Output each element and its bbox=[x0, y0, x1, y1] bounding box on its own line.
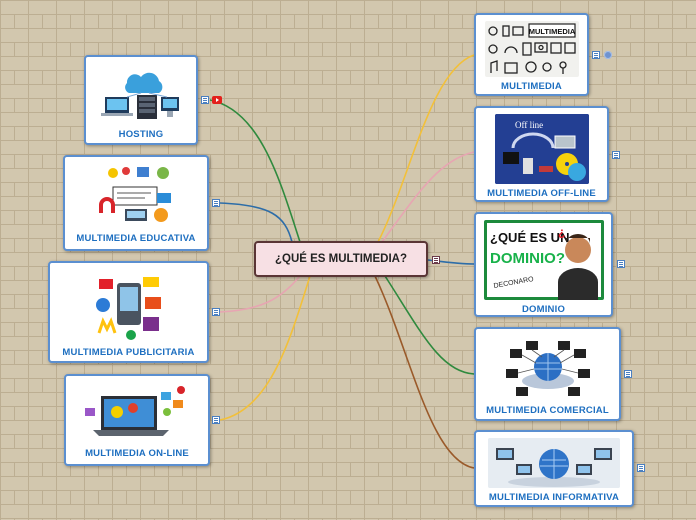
globe-monitors-image bbox=[488, 438, 620, 488]
dominio-image-text-2: DOMINIO? bbox=[490, 250, 565, 267]
topic-educativa[interactable]: MULTIMEDIA EDUCATIVA bbox=[63, 155, 209, 251]
hosting-note-icon[interactable] bbox=[201, 96, 209, 104]
multimedia-note-icon[interactable] bbox=[592, 51, 600, 59]
branch-offline bbox=[381, 151, 475, 243]
svg-text:¿: ¿ bbox=[558, 225, 565, 239]
dominio-image-text-1: ¿QUÉ ES UN bbox=[490, 230, 569, 245]
topic-dominio-label: DOMINIO bbox=[521, 304, 566, 315]
offline-note-icon[interactable] bbox=[612, 151, 620, 159]
educativa-note-icon[interactable] bbox=[212, 199, 220, 207]
central-topic-title: ¿QUÉ ES MULTIMEDIA? bbox=[274, 253, 408, 265]
topic-comercial-label: MULTIMEDIA COMERCIAL bbox=[486, 405, 609, 416]
topic-offline-label: MULTIMEDIA OFF-LINE bbox=[487, 188, 596, 199]
education-collage-image bbox=[93, 163, 179, 229]
topic-publicitaria[interactable]: MULTIMEDIA PUBLICITARIA bbox=[48, 261, 209, 363]
topic-informativa[interactable]: MULTIMEDIA INFORMATIVA bbox=[474, 430, 634, 507]
cloud-servers-image bbox=[97, 63, 185, 125]
topic-multimedia-label: MULTIMEDIA bbox=[501, 81, 562, 92]
branch-online bbox=[219, 275, 311, 421]
branch-educativa bbox=[219, 202, 293, 243]
branch-publicitaria bbox=[219, 275, 301, 313]
topic-dominio[interactable]: ¿QUÉ ES UN DOMINIO? DECONARO ¿ DOMINIO bbox=[474, 212, 613, 317]
topic-publicitaria-label: MULTIMEDIA PUBLICITARIA bbox=[62, 347, 195, 358]
topic-hosting[interactable]: HOSTING bbox=[84, 55, 198, 145]
offline-image-text: Off line bbox=[515, 120, 543, 130]
network-globe-image bbox=[501, 335, 594, 401]
media-icons-grid-image: MULTIMEDIA bbox=[484, 21, 579, 77]
topic-comercial[interactable]: MULTIMEDIA COMERCIAL bbox=[474, 327, 621, 421]
laptop-media-image bbox=[81, 382, 193, 444]
topic-online-label: MULTIMEDIA ON-LINE bbox=[85, 448, 189, 459]
central-note-icon[interactable] bbox=[432, 256, 440, 264]
domain-explainer-image: ¿QUÉ ES UN DOMINIO? DECONARO ¿ bbox=[483, 220, 604, 300]
publicitaria-note-icon[interactable] bbox=[212, 308, 220, 316]
comercial-note-icon[interactable] bbox=[624, 370, 632, 378]
branch-multimedia bbox=[377, 54, 475, 243]
topic-multimedia[interactable]: MULTIMEDIA MULTIMEDIA bbox=[474, 13, 589, 96]
central-topic[interactable]: ¿QUÉ ES MULTIMEDIA? bbox=[254, 241, 428, 277]
advertising-logos-image bbox=[90, 269, 167, 343]
dominio-note-icon[interactable] bbox=[617, 260, 625, 268]
attachment-gear-icon[interactable] bbox=[604, 51, 612, 59]
offline-media-devices-image: Off line bbox=[494, 114, 589, 184]
topic-online[interactable]: MULTIMEDIA ON-LINE bbox=[64, 374, 210, 466]
youtube-icon[interactable] bbox=[212, 96, 222, 104]
topic-educativa-label: MULTIMEDIA EDUCATIVA bbox=[76, 233, 196, 244]
informativa-note-icon[interactable] bbox=[637, 464, 645, 472]
branch-comercial bbox=[384, 275, 475, 375]
branch-hosting bbox=[209, 99, 301, 243]
topic-informativa-label: MULTIMEDIA INFORMATIVA bbox=[488, 492, 620, 503]
multimedia-image-text: MULTIMEDIA bbox=[528, 27, 575, 36]
topic-offline[interactable]: Off line MULTIMEDIA OFF-LINE bbox=[474, 106, 609, 202]
branch-informativa bbox=[374, 275, 475, 469]
topic-hosting-label: HOSTING bbox=[118, 129, 164, 140]
online-note-icon[interactable] bbox=[212, 416, 220, 424]
